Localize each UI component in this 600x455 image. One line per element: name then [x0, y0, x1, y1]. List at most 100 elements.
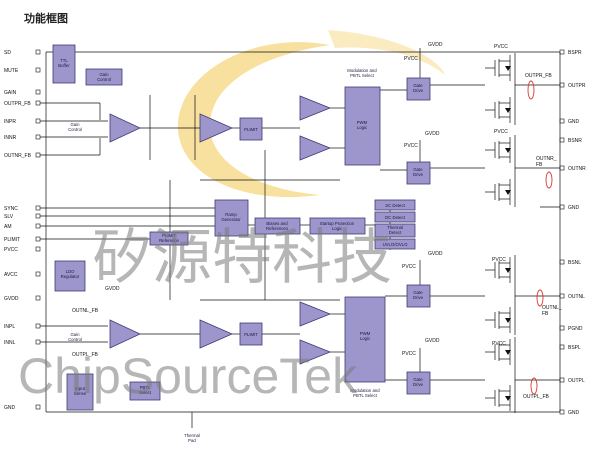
right-pin-terminal: [559, 165, 565, 171]
right-pin-terminal: [559, 82, 565, 88]
pvcc-bottom-label: PVCC: [492, 341, 506, 347]
feedback-loops: [527, 80, 553, 395]
gvdd-bottom-label: GVDD: [425, 338, 440, 344]
left-pin-terminal: [35, 236, 41, 242]
gain-control-block: [85, 68, 123, 86]
right-pin-gnd: GND: [568, 205, 580, 211]
pwm-logic-right-block: [344, 86, 381, 166]
startup-protection-block: [309, 217, 366, 235]
integrator-left: [199, 319, 233, 349]
right-pin-terminal: [559, 259, 565, 265]
sc-detect-label: SC Detect: [385, 203, 405, 208]
sc-detect-block: [374, 199, 416, 211]
left-pin-terminal: [35, 134, 41, 140]
dc-detect-block: [374, 211, 416, 223]
right-pin-outpr: OUTPR: [568, 83, 586, 89]
right-pin-terminal: [559, 49, 565, 55]
right-pin-terminal: [559, 377, 565, 383]
outpr-fb-label: OUTPR_FB: [525, 73, 552, 79]
diagram-title: 功能框图: [24, 11, 68, 25]
watermark-cn: 矽源特科技: [92, 224, 392, 291]
right-pin-column: BSPROUTPRGNDBSNROUTNRGNDBSNLOUTNLPGNDBSP…: [559, 49, 586, 416]
pbtl-select-block: [129, 381, 161, 401]
right-pin-terminal: [559, 325, 565, 331]
plimit-left-label: PLIMIT: [244, 332, 258, 337]
mosfet-6: [485, 307, 511, 333]
thermal-detect-block: [374, 223, 416, 238]
pwm-logic-left-block: [344, 296, 386, 383]
right-pin-bsnl: BSNL: [568, 260, 581, 266]
left-pin-sd: SD: [4, 50, 11, 56]
right-pin-gnd: GND: [568, 410, 580, 416]
uvlo-ovlo-block: [374, 238, 416, 250]
right-pin-terminal: [559, 293, 565, 299]
mosfet-1: [485, 55, 511, 81]
left-pin-terminal: [35, 295, 41, 301]
plimit-left-block: [239, 322, 263, 346]
right-pin-bspr: BSPR: [568, 50, 582, 56]
left-pin-gain: GAIN: [4, 90, 17, 96]
mosfet-5: [485, 257, 511, 283]
mosfet-4: [485, 179, 511, 205]
outpl-fb-label: OUTPL_FB: [523, 394, 550, 400]
outnl-fb-label: OUTNL_FB: [542, 305, 562, 317]
left-pin-inpl: INPL: [4, 324, 15, 330]
dc-detect-label: DC Detect: [385, 215, 406, 220]
left-pin-terminal: [35, 89, 41, 95]
gate-drive-4-block: [406, 371, 431, 395]
comparator-left-1: [299, 301, 332, 327]
left-pin-terminal: [35, 339, 41, 345]
mosfet-2: [485, 97, 511, 123]
left-pin-innr: INNR: [4, 135, 17, 141]
mosfet-7: [485, 339, 511, 365]
outnr-fb-label: OUTNR_FB: [536, 156, 557, 168]
ramp-generator-block: [214, 199, 249, 237]
right-pin-outnr: OUTNR: [568, 166, 586, 172]
left-pin-terminal: [35, 100, 41, 106]
left-pin-gnd: GND: [4, 405, 16, 411]
left-pin-plimit: PLIMIT: [4, 237, 20, 243]
pvcc-bottom-gate-label: PVCC: [402, 351, 416, 357]
preamp-right: [109, 113, 141, 143]
biases-refs-block: [254, 217, 301, 235]
uvlo-ovlo-label: UVLO/OVLO: [383, 242, 408, 247]
right-pin-bsnr: BSNR: [568, 138, 582, 144]
left-pin-avcc: AVCC: [4, 272, 18, 278]
gvdd-ldo-label: GVDD: [105, 286, 120, 292]
output-fets: [485, 53, 516, 413]
left-pin-slv: SLV: [4, 214, 14, 220]
left-pin-pvcc: PVCC: [4, 247, 18, 253]
plimit-right-block: [239, 117, 263, 141]
plimit-right-label: PLIMIT: [244, 127, 258, 132]
left-pin-innl: INNL: [4, 340, 16, 346]
left-pin-sync: SYNC: [4, 206, 18, 212]
comparator-right-2: [299, 135, 332, 161]
watermark-arc: [177, 30, 445, 198]
right-pin-outnl: OUTNL: [568, 294, 585, 300]
pvcc-mid-label: PVCC: [494, 129, 508, 135]
ldo-regulator-block: [54, 260, 86, 292]
pvcc-lower-gate-label: PVCC: [402, 264, 416, 270]
gate-drive-1-block: [406, 77, 431, 101]
outnl-fb-left-label: OUTNL_FB: [72, 308, 99, 314]
